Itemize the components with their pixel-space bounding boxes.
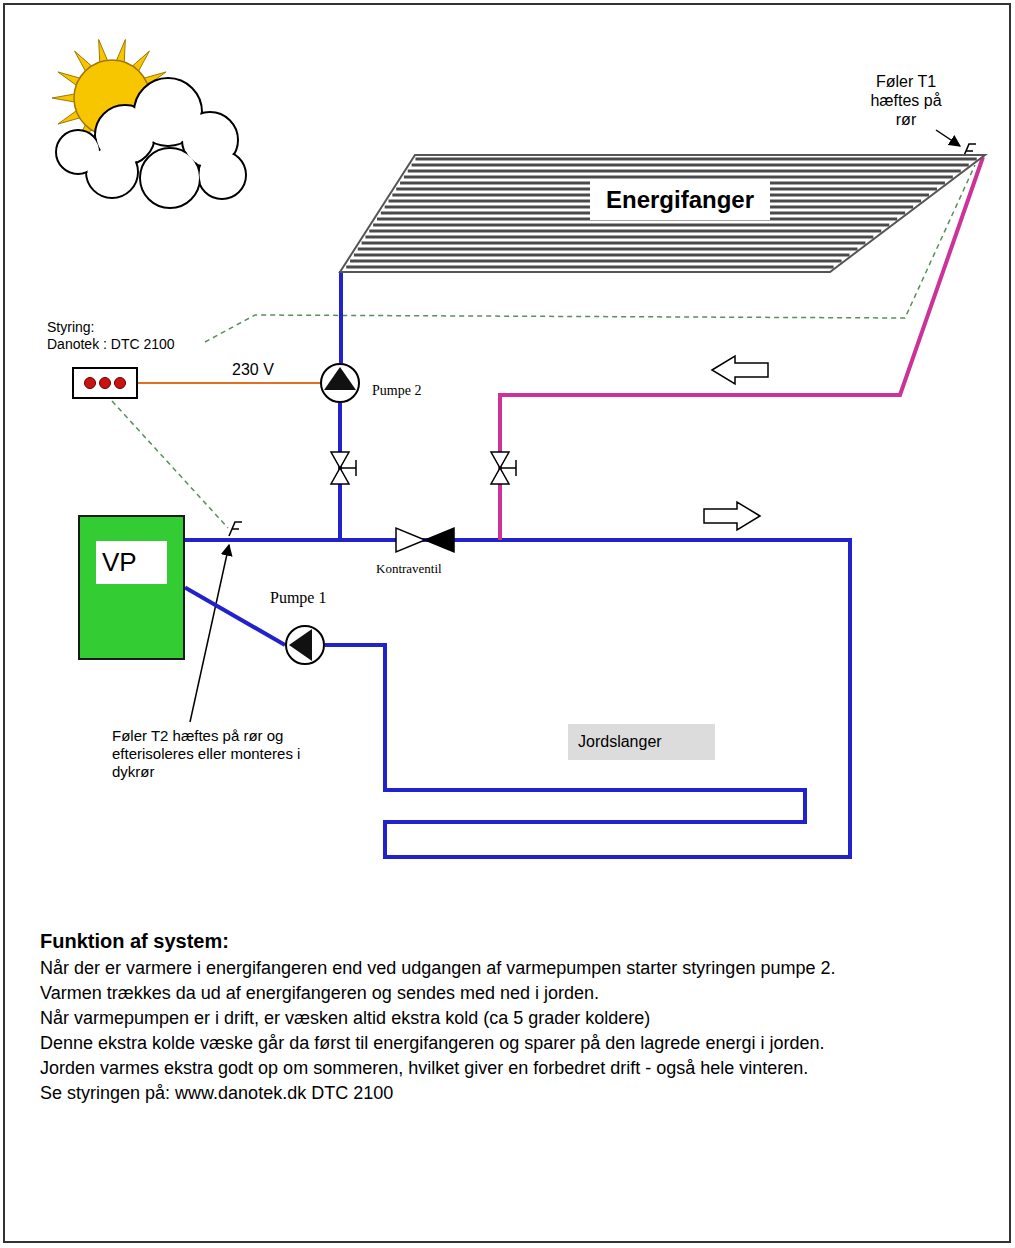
body-text: Når der er varmere i energifangeren end … bbox=[40, 956, 985, 981]
body-text: Se styringen på: www.danotek.dk DTC 2100 bbox=[40, 1081, 985, 1106]
collector-label: Energifanger bbox=[590, 180, 770, 220]
sensor-symbol bbox=[229, 522, 242, 536]
shutoff-valve bbox=[500, 460, 516, 476]
shutoff-valve bbox=[331, 452, 516, 484]
pump-label: Pumpe 2 bbox=[372, 383, 421, 399]
valve-label: Kontraventil bbox=[376, 561, 442, 577]
check-valve bbox=[396, 528, 425, 552]
power-wire bbox=[138, 382, 320, 384]
sensor-note: Føler T2 hæftes på rør og efterisoleres … bbox=[112, 727, 317, 781]
body-text: Varmen trækkes da ud af energifangeren o… bbox=[40, 981, 985, 1006]
leader-line bbox=[936, 130, 960, 146]
cloud-symbol bbox=[56, 78, 246, 208]
body-text: Denne ekstra kolde væske går da først ti… bbox=[40, 1031, 985, 1056]
sensor-wire bbox=[112, 401, 228, 528]
check-valve bbox=[425, 528, 454, 552]
indicator-lamps bbox=[74, 369, 136, 397]
body-text: Jorden varmes ekstra godt op om sommeren… bbox=[40, 1056, 985, 1081]
ground-loop-label: Jordslanger bbox=[568, 724, 715, 760]
body-text: Når varmepumpen er i drift, er væsken al… bbox=[40, 1006, 985, 1031]
pipe bbox=[185, 403, 850, 857]
sensor-wire bbox=[112, 165, 975, 528]
pump-triangle bbox=[322, 365, 358, 401]
controller-model: Danotek : DTC 2100 bbox=[47, 336, 175, 353]
shutoff-valve bbox=[340, 460, 356, 476]
voltage-label: 230 V bbox=[232, 361, 274, 379]
pipe bbox=[185, 540, 850, 857]
energy-collector: Energifanger bbox=[340, 155, 985, 272]
flow-arrow bbox=[704, 356, 768, 530]
heat-pump-box: VP bbox=[78, 515, 185, 660]
flow-arrow bbox=[712, 356, 768, 384]
sensor-note: Føler T1 hæftes på rør bbox=[866, 72, 946, 130]
controller-box: Styring:Danotek : DTC 2100 bbox=[72, 367, 138, 399]
pump-symbol: Pumpe 2 bbox=[320, 363, 360, 403]
frame-border bbox=[4, 4, 1010, 1242]
function-text: Funktion af system:Når der er varmere i … bbox=[40, 926, 985, 1106]
leader-line bbox=[190, 130, 960, 722]
controller-title: Styring: bbox=[47, 319, 175, 336]
ground-loop-text: Jordslanger bbox=[578, 733, 705, 751]
cloud-symbol bbox=[200, 153, 245, 198]
pump-symbol: Pumpe 1 bbox=[285, 625, 325, 665]
controller-heading: Styring:Danotek : DTC 2100 bbox=[47, 319, 175, 353]
flow-arrow bbox=[704, 502, 760, 530]
pump-label: Pumpe 1 bbox=[270, 589, 326, 607]
cloud-symbol bbox=[58, 132, 99, 173]
check-valve bbox=[396, 528, 454, 552]
sun-symbol bbox=[52, 94, 76, 103]
pipe bbox=[339, 271, 343, 363]
leader-line bbox=[190, 545, 229, 722]
heat-pump-label: VP bbox=[96, 541, 167, 584]
pump-triangle bbox=[287, 627, 323, 663]
section-heading: Funktion af system: bbox=[40, 926, 985, 956]
cloud-symbol bbox=[142, 150, 199, 207]
